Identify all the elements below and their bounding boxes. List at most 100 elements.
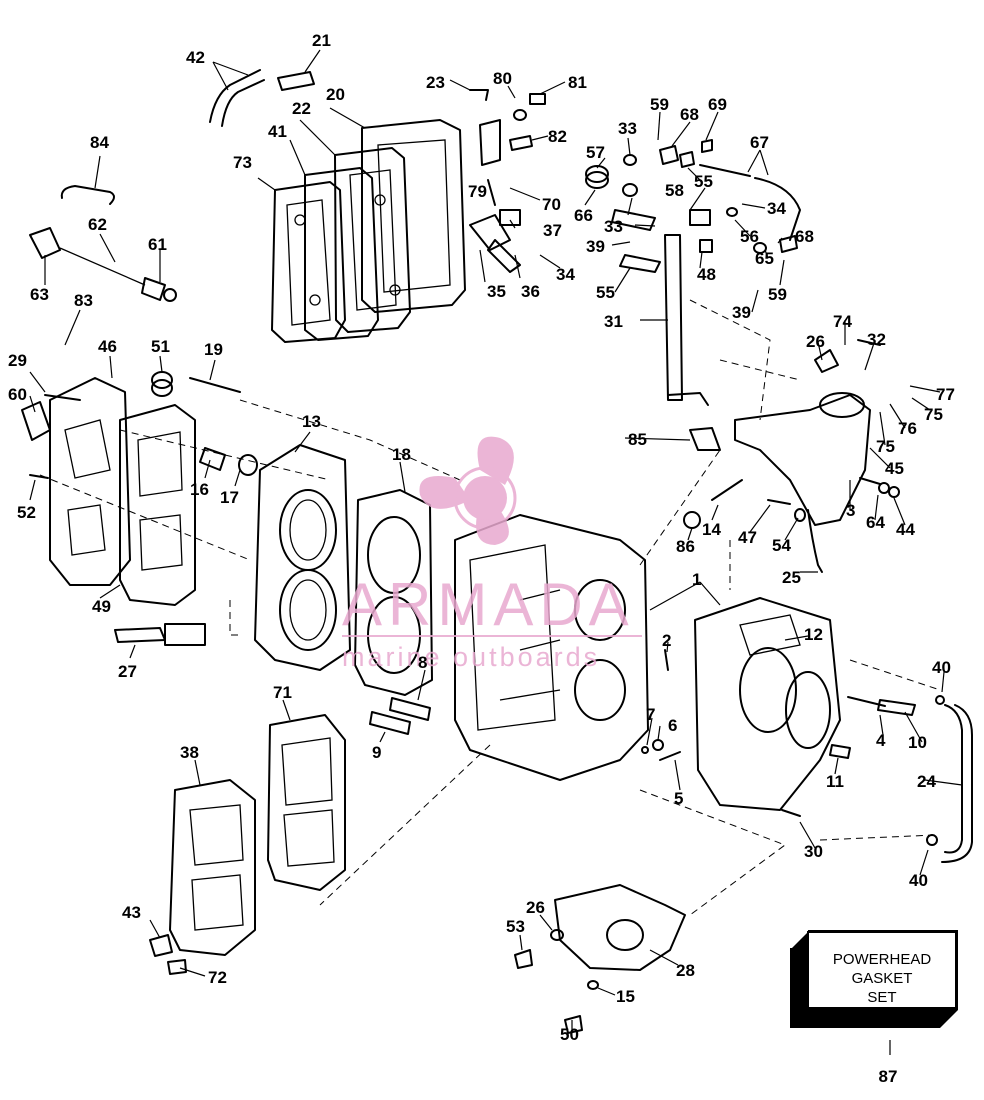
watermark-brand: ARMADA (342, 571, 635, 638)
propeller-logo-icon (419, 436, 517, 545)
callout-80: 80 (493, 69, 512, 88)
callout-18: 18 (392, 445, 411, 464)
callout-24: 24 (917, 772, 936, 791)
callout-67: 67 (750, 133, 769, 152)
callout-56: 56 (740, 227, 759, 246)
cylinder-block (454, 514, 649, 781)
callout-26-b: 26 (526, 898, 545, 917)
callout-13: 13 (302, 412, 321, 431)
callout-43: 43 (122, 903, 141, 922)
alignment-lines (39, 299, 941, 916)
callout-59-a: 59 (650, 95, 669, 114)
callout-71: 71 (273, 683, 292, 702)
thermostat-cover (21, 377, 196, 606)
callout-numbers: 21 42 23 80 81 20 22 82 41 73 79 70 37 3… (8, 31, 955, 1044)
callout-39-a: 39 (586, 237, 605, 256)
callout-12: 12 (804, 625, 823, 644)
callout-17: 17 (220, 488, 239, 507)
callout-58: 58 (665, 181, 684, 200)
callout-16: 16 (190, 480, 209, 499)
carb-linkage-parts (585, 139, 801, 254)
spring-and-bolts (29, 371, 258, 479)
callout-68-a: 68 (680, 105, 699, 124)
callout-6: 6 (668, 716, 677, 735)
callout-2: 2 (662, 631, 671, 650)
callout-76: 76 (898, 419, 917, 438)
callout-40-b: 40 (909, 871, 928, 890)
callout-75-a: 75 (924, 405, 943, 424)
callout-23: 23 (426, 73, 445, 92)
callout-32: 32 (867, 330, 886, 349)
callout-68-b: 68 (795, 227, 814, 246)
callout-22: 22 (292, 99, 311, 118)
leader-lines (29, 49, 963, 1055)
callout-42: 42 (186, 48, 205, 67)
callout-59-b: 59 (768, 285, 787, 304)
callout-65: 65 (755, 249, 774, 268)
box-label-line-2: GASKET (852, 970, 913, 987)
callout-14: 14 (702, 520, 721, 539)
callout-20: 20 (326, 85, 345, 104)
callout-30: 30 (804, 842, 823, 861)
callout-63: 63 (30, 285, 49, 304)
callout-52: 52 (17, 503, 36, 522)
callout-53: 53 (506, 917, 525, 936)
watermark: ARMADA marine outboards (342, 436, 642, 672)
callout-37: 37 (543, 221, 562, 240)
callout-81: 81 (568, 73, 587, 92)
callout-74: 74 (833, 312, 852, 331)
lower-bracket (514, 884, 686, 1034)
callout-66: 66 (574, 206, 593, 225)
sensor-assembly (29, 185, 177, 302)
box-label-line-3: SET (867, 989, 896, 1006)
callout-34-a: 34 (556, 265, 575, 284)
callout-60: 60 (8, 385, 27, 404)
callout-84: 84 (90, 133, 109, 152)
callout-85: 85 (628, 430, 647, 449)
callout-47: 47 (738, 528, 757, 547)
callout-11: 11 (826, 772, 844, 791)
hose-and-sensor (209, 69, 315, 127)
callout-4: 4 (876, 731, 886, 750)
callout-33-b: 33 (604, 217, 623, 236)
spark-plug (114, 623, 206, 646)
callout-7: 7 (646, 705, 655, 724)
callout-64: 64 (866, 513, 885, 532)
callout-45: 45 (885, 459, 904, 478)
callout-51: 51 (151, 337, 170, 356)
callout-27: 27 (118, 662, 137, 681)
callout-49: 49 (92, 597, 111, 616)
crankcase-bolts (641, 649, 916, 817)
callout-82: 82 (548, 127, 567, 146)
box-label-line-1: POWERHEAD (833, 951, 932, 968)
misc-clips (683, 427, 823, 573)
callout-46: 46 (98, 337, 117, 356)
callout-26-a: 26 (806, 332, 825, 351)
exhaust-cover-plates (271, 119, 466, 343)
callout-38: 38 (180, 743, 199, 762)
callout-57: 57 (586, 143, 605, 162)
callout-44: 44 (896, 520, 915, 539)
powerhead-gasket-set-box: POWERHEAD GASKET SET 87 (790, 930, 958, 1086)
callout-9: 9 (372, 743, 381, 762)
callout-61: 61 (148, 235, 167, 254)
swivel-bracket (734, 339, 900, 526)
callout-15: 15 (616, 987, 635, 1006)
callout-86: 86 (676, 537, 695, 556)
callout-87: 87 (879, 1067, 898, 1086)
callout-79: 79 (468, 182, 487, 201)
callout-77: 77 (936, 385, 955, 404)
callout-83: 83 (74, 291, 93, 310)
callout-55-a: 55 (694, 172, 713, 191)
callout-54: 54 (772, 536, 791, 555)
callout-48: 48 (697, 265, 716, 284)
intake-manifold (149, 714, 346, 975)
callout-28: 28 (676, 961, 695, 980)
callout-25: 25 (782, 568, 801, 587)
callout-41: 41 (268, 122, 287, 141)
callout-40-a: 40 (932, 658, 951, 677)
callout-34-b: 34 (767, 199, 786, 218)
callout-73: 73 (233, 153, 252, 172)
